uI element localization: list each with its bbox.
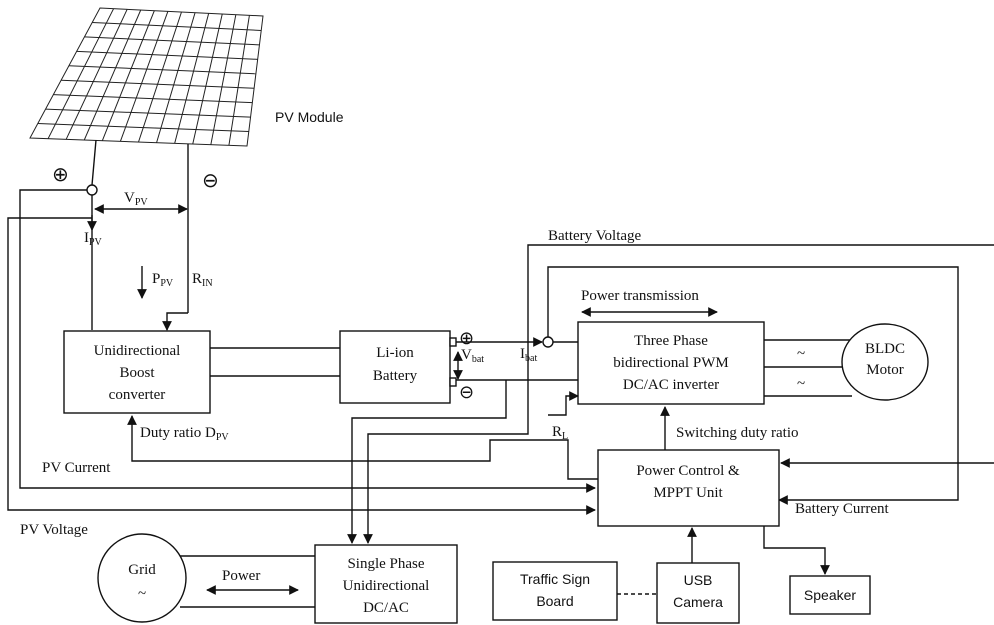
pv-positive-lead [91,139,97,186]
battery-line-2: Battery [373,368,418,384]
inverter-line-3: DC/AC inverter [623,377,719,393]
motor-line-1: BLDC [865,341,905,357]
speaker-block [789,575,871,615]
traffic-sign-line-1: Traffic Sign [520,571,590,587]
pv-voltage-line [7,217,596,515]
pv-grid-column-line [210,14,237,145]
pv-grid-row-line [37,123,249,133]
pv-grid-row-line [92,21,262,31]
pv-current-sensor-icon [86,184,98,196]
pv-grid-row-line [84,36,260,46]
pv-grid-column-line [192,13,223,145]
pv-current-label: PV Current [42,460,111,476]
bldc-motor-block [841,323,929,401]
boost-converter-line-3: converter [109,387,166,403]
rin-arrow [162,312,188,331]
inverter-block [577,321,765,405]
pv-grid-row-line [61,79,255,89]
grid-block [97,533,187,623]
usb-camera-block [656,562,740,624]
duty-ratio-label: Duty ratio DPV [140,425,229,443]
battery-block [339,330,451,404]
battery-positive-terminal [449,337,457,347]
boost-converter-line-2: Boost [119,365,155,381]
battery-current-line [547,266,959,505]
pv-voltage-label: PV Voltage [20,522,88,538]
rin-label: RIN [192,271,213,289]
traffic-sign-line-2: Board [536,593,573,609]
battery-to-single-phase-line-2 [363,342,529,544]
inverter-line-1: Three Phase [634,333,708,349]
phase-ac-icon-1: ~ [797,346,805,362]
single-phase-line-3: DC/AC [363,600,409,616]
battery-to-single-phase-line-1 [347,380,507,544]
inverter-line-2: bidirectional PWM [613,355,728,371]
speaker-label: Speaker [804,587,856,603]
pv-grid-column-line [138,11,182,143]
pv-grid-column-line [228,15,250,146]
control-unit-line-1: Power Control & [636,463,740,479]
control-to-speaker-arrow [763,526,830,575]
battery-line-1: Li-ion [376,345,414,361]
vpv-label: VPV [124,190,148,208]
power-transmission-label: Power transmission [581,288,699,304]
pv-grid-column-line [83,9,142,141]
pv-grid-row-line [45,108,251,118]
rl-arrow [548,391,579,416]
ppv-label: PPV [152,271,174,289]
pv-grid-column-line [156,12,196,143]
power-control-mppt-block [597,449,780,527]
phase-ac-icon-2: ~ [797,376,805,392]
pv-module-label: PV Module [275,109,344,125]
control-unit-line-2: MPPT Unit [653,485,723,501]
grid-ac-icon: ~ [138,586,146,602]
single-phase-line-1: Single Phase [347,556,424,572]
pv-grid-column-line [119,11,169,142]
ibat-label: Ibat [520,346,537,364]
pv-grid-column-line [65,9,128,140]
motor-line-2: Motor [866,362,904,378]
boost-converter-line-1: Unidirectional [94,343,181,359]
single-phase-block [314,544,458,624]
battery-current-label: Battery Current [795,501,890,517]
pv-grid-row-line [53,94,253,104]
grid-label: Grid [128,562,156,578]
pv-module-grid [37,8,262,146]
battery-plus-icon: ⊕ [459,328,474,348]
pv-grid-column-line [47,8,115,139]
battery-negative-terminal [449,377,457,387]
pv-plus-terminal-icon: ⊕ [52,164,69,186]
battery-voltage-line [527,244,994,342]
usb-camera-line-1: USB [684,572,713,588]
pv-module-panel [29,7,264,147]
pv-grid-column-line [174,13,210,144]
single-phase-line-2: Unidirectional [343,578,430,594]
switching-duty-ratio-label: Switching duty ratio [676,425,799,441]
vbat-label: Vbat [461,347,484,365]
pv-grid-row-line [68,65,256,75]
pv-minus-terminal-icon: ⊖ [202,170,219,192]
battery-current-sensor-icon [542,336,554,348]
battery-voltage-label: Battery Voltage [548,228,642,244]
usb-camera-line-2: Camera [673,594,723,610]
pv-current-line [19,189,596,493]
traffic-sign-board-block [492,561,618,621]
pv-grid-column-line [101,10,155,141]
grid-power-label: Power [222,568,260,584]
duty-ratio-feedback-line [127,415,598,480]
boost-converter-block [63,330,211,414]
ipv-label: IPV [84,230,103,248]
rl-label: RL [552,424,568,442]
pv-grid-row-line [76,50,258,60]
battery-minus-icon: ⊖ [459,382,474,402]
